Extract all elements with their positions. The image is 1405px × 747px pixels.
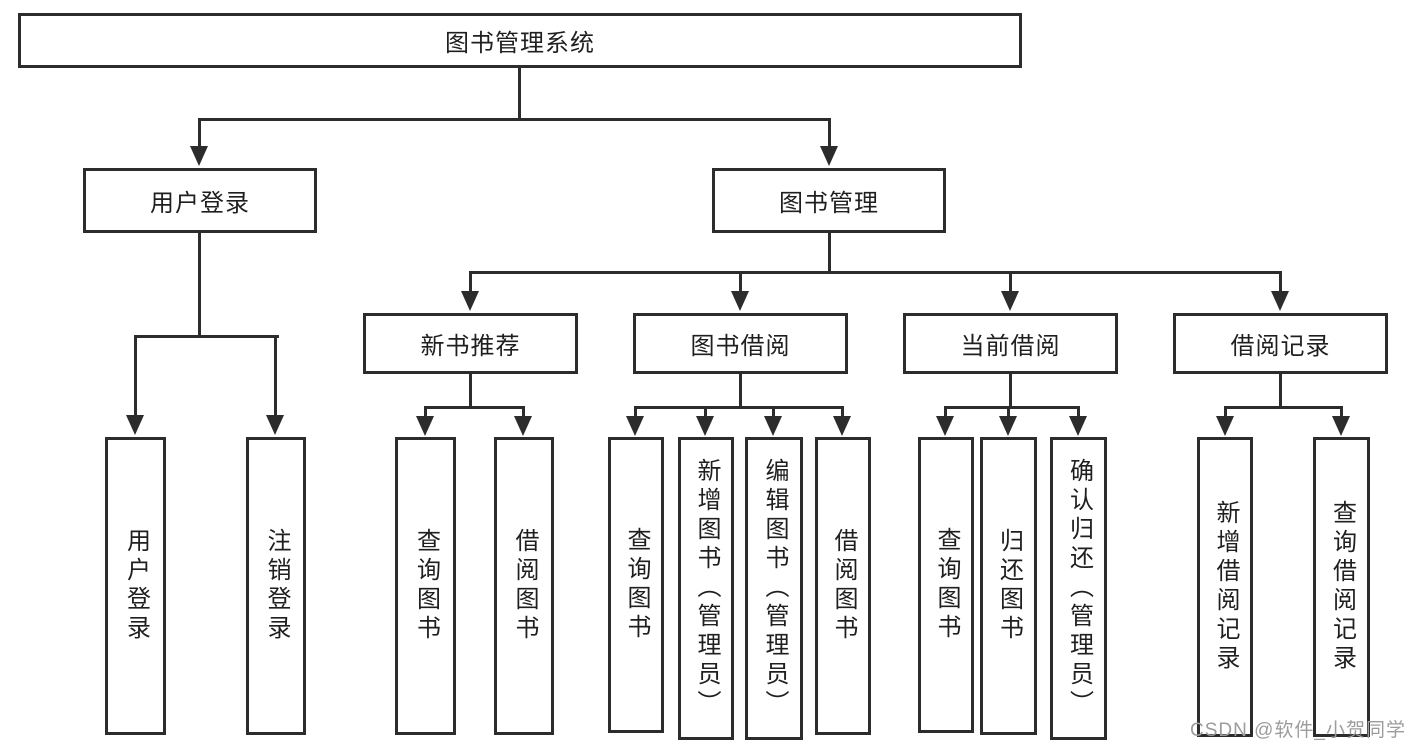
arrow-head (696, 416, 714, 436)
connector-line (424, 406, 427, 418)
connector-line (1077, 406, 1080, 418)
node-user-login-label: 用户登录 (150, 190, 250, 217)
leaf-confirm-return-admin: 确认归还（管理员） (1050, 437, 1107, 740)
connector-line (522, 406, 525, 418)
connector-line (841, 406, 844, 418)
connector-line (1279, 271, 1282, 293)
arrow-head (936, 416, 954, 436)
leaf-borrow-books-recommend: 借阅图书 (494, 437, 554, 735)
node-book-borrowing-label: 图书借阅 (690, 333, 791, 360)
leaf-add-borrow-record-label: 新增借阅记录 (1212, 500, 1239, 674)
arrow-head (820, 146, 838, 166)
leaf-edit-books-admin-label: 编辑图书（管理员） (761, 458, 788, 719)
arrow-head (416, 416, 434, 436)
leaf-query-borrow-record-label: 查询借阅记录 (1328, 500, 1356, 674)
leaf-user-login: 用户登录 (105, 437, 166, 735)
connector-line (198, 118, 201, 150)
connector-line (198, 233, 201, 337)
node-root: 图书管理系统 (18, 13, 1022, 68)
arrow-head (1069, 416, 1087, 436)
arrow-head (731, 291, 749, 311)
leaf-query-books-recommend: 查询图书 (395, 437, 456, 735)
leaf-add-borrow-record: 新增借阅记录 (1197, 437, 1253, 737)
leaf-return-books-label: 归还图书 (995, 528, 1023, 644)
connector-line (704, 406, 707, 418)
leaf-add-books-admin-label: 新增图书（管理员） (693, 458, 720, 719)
connector-line (828, 118, 831, 150)
connector-line (772, 406, 775, 418)
arrow-head (764, 416, 782, 436)
connector-line (134, 335, 137, 419)
leaf-borrow-books-borrowing-label: 借阅图书 (830, 528, 857, 644)
connector-line (944, 406, 1080, 409)
node-borrowing-records-label: 借阅记录 (1230, 333, 1331, 360)
connector-line (1340, 406, 1343, 418)
node-borrowing-records: 借阅记录 (1173, 313, 1388, 374)
connector-line (469, 271, 472, 293)
arrow-head (1216, 416, 1234, 436)
watermark: CSDN @软件_小贺同学 (1190, 720, 1405, 741)
node-current-borrowing: 当前借阅 (903, 313, 1118, 374)
arrow-head (1001, 291, 1019, 311)
leaf-confirm-return-admin-label: 确认归还（管理员） (1065, 458, 1093, 719)
connector-line (199, 118, 831, 121)
leaf-user-login-label: 用户登录 (122, 528, 150, 644)
node-book-borrowing: 图书借阅 (633, 313, 848, 374)
arrow-head (266, 415, 284, 435)
connector-line (634, 406, 637, 418)
leaf-add-books-admin: 新增图书（管理员） (678, 437, 734, 740)
leaf-query-books-current: 查询图书 (918, 437, 974, 733)
connector-line (1009, 271, 1012, 293)
connector-line (739, 374, 742, 408)
leaf-query-books-borrowing: 查询图书 (608, 437, 664, 733)
leaf-borrow-books-borrowing: 借阅图书 (815, 437, 871, 735)
connector-line (518, 68, 521, 121)
connector-line (944, 406, 947, 418)
leaf-logout-login-label: 注销登录 (263, 528, 290, 644)
connector-line (634, 406, 844, 409)
connector-line (424, 406, 525, 409)
connector-line (1279, 374, 1282, 408)
node-root-label: 图书管理系统 (445, 30, 595, 57)
node-book-management-label: 图书管理 (779, 190, 879, 217)
leaf-borrow-books-recommend-label: 借阅图书 (511, 528, 538, 644)
arrow-head (833, 416, 851, 436)
arrow-head (514, 416, 532, 436)
connector-line (1224, 406, 1343, 409)
arrow-head (126, 415, 144, 435)
arrow-head (999, 416, 1017, 436)
arrow-head (190, 146, 208, 166)
leaf-edit-books-admin: 编辑图书（管理员） (745, 437, 803, 740)
leaf-query-books-recommend-label: 查询图书 (412, 528, 440, 644)
node-user-login: 用户登录 (83, 168, 317, 233)
connector-line (1007, 406, 1010, 418)
arrow-head (626, 416, 644, 436)
node-new-book-recommendation: 新书推荐 (363, 313, 578, 374)
arrow-head (1271, 291, 1289, 311)
node-new-book-recommendation-label: 新书推荐 (420, 333, 521, 360)
connector-line (1224, 406, 1227, 418)
leaf-query-borrow-record: 查询借阅记录 (1313, 437, 1370, 737)
connector-line (469, 271, 1282, 274)
connector-line (828, 233, 831, 274)
connector-line (739, 271, 742, 293)
arrow-head (1332, 416, 1350, 436)
leaf-query-books-borrowing-label: 查询图书 (623, 527, 650, 643)
connector-line (134, 335, 279, 338)
connector-line (469, 374, 472, 408)
connector-line (1009, 374, 1012, 408)
leaf-query-books-current-label: 查询图书 (933, 527, 960, 643)
node-book-management: 图书管理 (712, 168, 946, 233)
leaf-logout-login: 注销登录 (246, 437, 306, 735)
arrow-head (461, 291, 479, 311)
connector-line (274, 335, 277, 419)
leaf-return-books: 归还图书 (980, 437, 1037, 735)
node-current-borrowing-label: 当前借阅 (960, 333, 1061, 360)
